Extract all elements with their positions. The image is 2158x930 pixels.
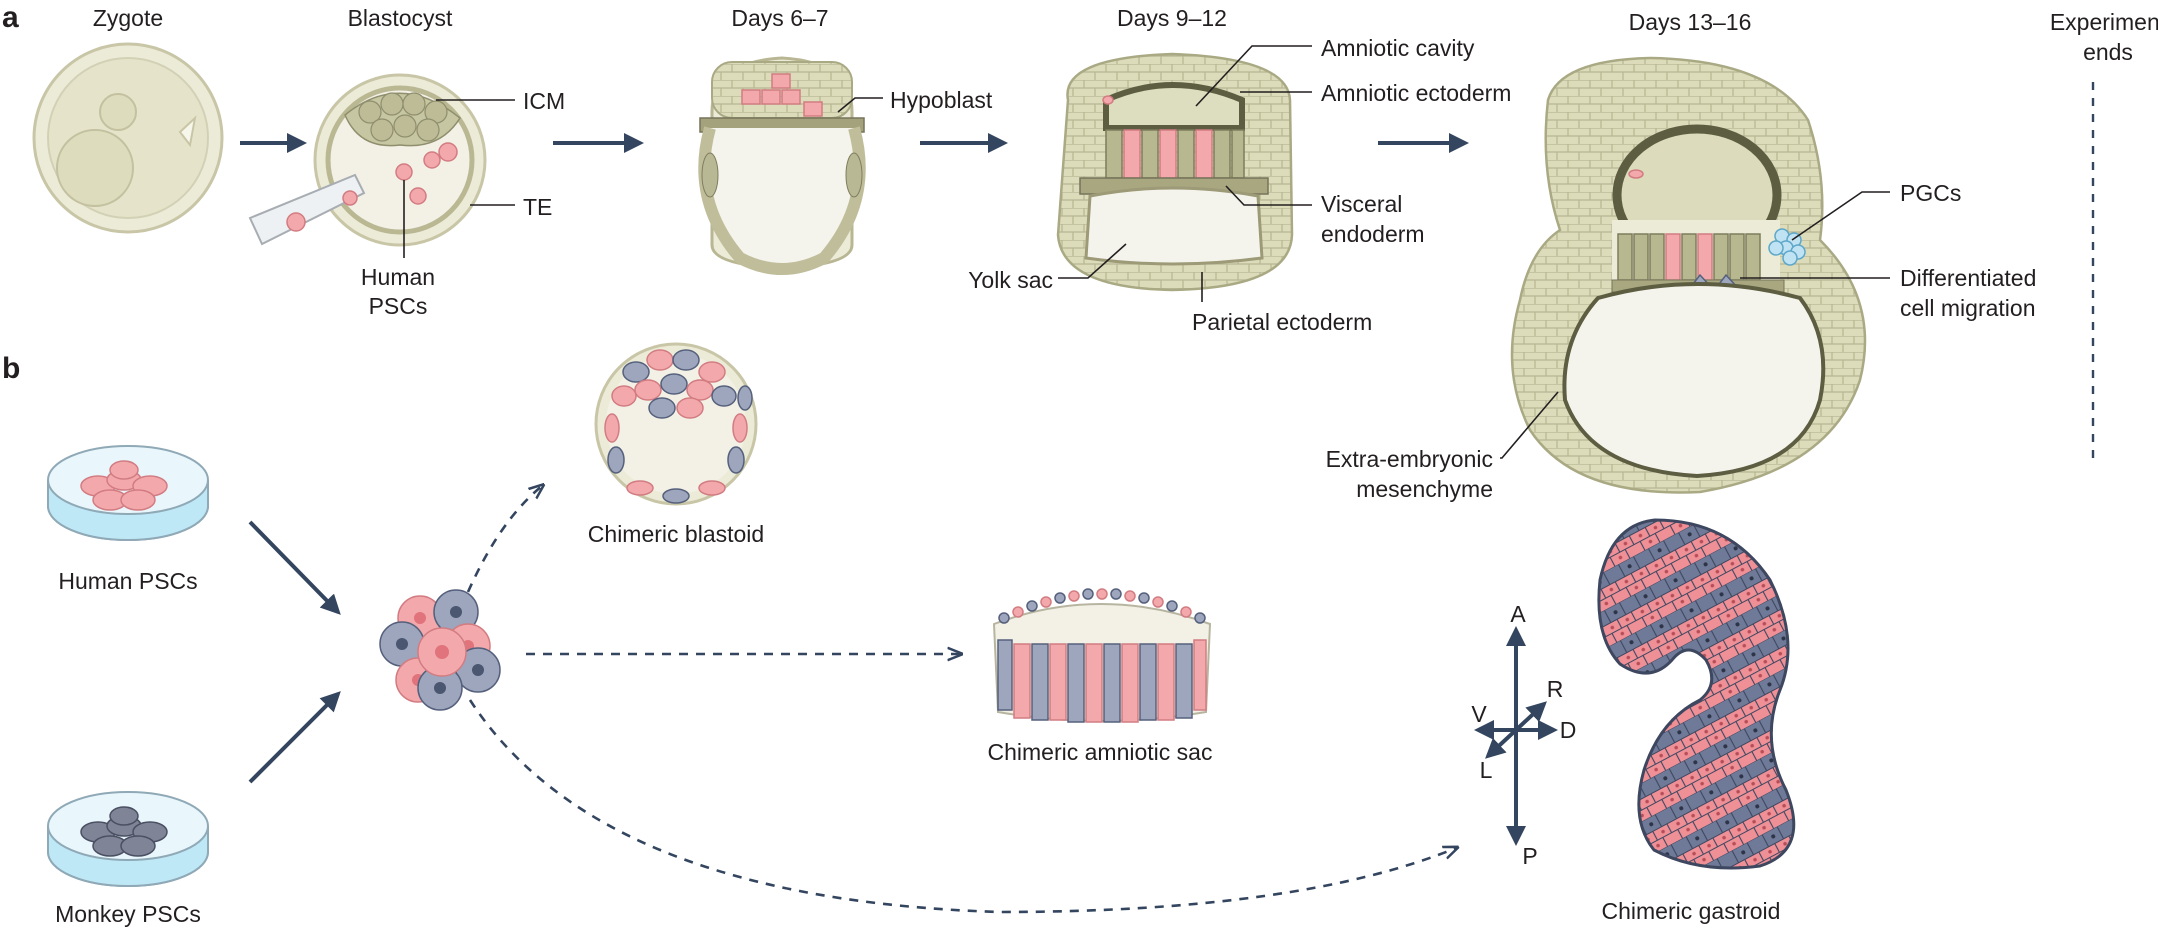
label-parietal-ectoderm: Parietal ectoderm	[1192, 309, 1372, 335]
chimeric-gastroid	[1597, 518, 1796, 870]
label-te: TE	[523, 194, 552, 220]
pgcs-leader	[1791, 191, 1890, 241]
human-psc-dish	[47, 445, 209, 541]
panel-a-label: a	[2, 1, 19, 34]
label-icm: ICM	[523, 88, 565, 114]
experiment-ends-line1: Experiment	[2050, 9, 2158, 35]
arrow-human-to-aggregate	[248, 520, 341, 615]
label-hypoblast: Hypoblast	[890, 87, 993, 113]
label-visceral-endoderm-line1: Visceral	[1321, 191, 1402, 217]
label-visceral-endoderm-line2: endoderm	[1321, 221, 1425, 247]
day-6-7-embryo	[698, 56, 866, 275]
label-amniotic-cavity: Amniotic cavity	[1321, 35, 1475, 61]
chimeric-amniotic-sac	[992, 588, 1212, 723]
axis-l: L	[1480, 757, 1493, 783]
label-monkey-pscs-dish: Monkey PSCs	[55, 901, 201, 927]
label-human-pscs-dish: Human PSCs	[58, 568, 197, 594]
stage-title-days-9-12: Days 9–12	[1117, 5, 1227, 31]
arrow-monkey-to-aggregate	[248, 691, 341, 784]
label-amniotic-ectoderm: Amniotic ectoderm	[1321, 80, 1511, 106]
dashed-arrow-to-blastoid	[466, 486, 542, 593]
label-yolk-sac: Yolk sac	[968, 267, 1053, 293]
mesenchyme-leader	[1500, 391, 1559, 459]
label-chimeric-gastroid: Chimeric gastroid	[1602, 898, 1781, 924]
zygote-illustration	[32, 42, 224, 234]
visceral-endoderm-leader	[1225, 185, 1312, 206]
chimeric-aggregate	[379, 589, 501, 711]
label-chimeric-blastoid: Chimeric blastoid	[588, 521, 764, 547]
label-human-pscs-line1: Human	[361, 264, 435, 290]
stage-title-blastocyst: Blastocyst	[348, 5, 453, 31]
amniotic-cavity-leader	[1195, 45, 1312, 107]
label-pgcs: PGCs	[1900, 180, 1961, 206]
stage-title-zygote: Zygote	[93, 5, 163, 31]
stage-title-days-13-16: Days 13–16	[1629, 9, 1752, 35]
axis-v: V	[1471, 701, 1487, 727]
axis-p: P	[1522, 843, 1537, 869]
blastocyst-illustration	[248, 73, 487, 247]
axis-r: R	[1547, 676, 1564, 702]
hypoblast-leader	[837, 97, 883, 113]
yolk-sac-leader	[1058, 243, 1127, 279]
body-axes	[1474, 626, 1558, 846]
experiment-ends-line2: ends	[2083, 39, 2133, 65]
stage-title-days-6-7: Days 6–7	[731, 5, 828, 31]
panel-b-label: b	[2, 352, 20, 385]
day-9-12-embryo	[1056, 52, 1294, 292]
label-mesenchyme-line2: mesenchyme	[1356, 476, 1493, 502]
label-migration-line1: Differentiated	[1900, 265, 2036, 291]
label-chimeric-amniotic-sac: Chimeric amniotic sac	[988, 739, 1213, 765]
chimeric-blastoid	[594, 342, 758, 506]
dashed-arrow-to-gastroid	[468, 699, 1456, 914]
label-human-pscs-line2: PSCs	[369, 293, 428, 319]
label-mesenchyme-line1: Extra-embryonic	[1326, 446, 1493, 472]
label-migration-line2: cell migration	[1900, 295, 2036, 321]
axis-d: D	[1560, 717, 1577, 743]
monkey-psc-dish	[47, 791, 209, 887]
axis-a: A	[1510, 601, 1526, 627]
day-13-16-embryo	[1510, 56, 1867, 494]
